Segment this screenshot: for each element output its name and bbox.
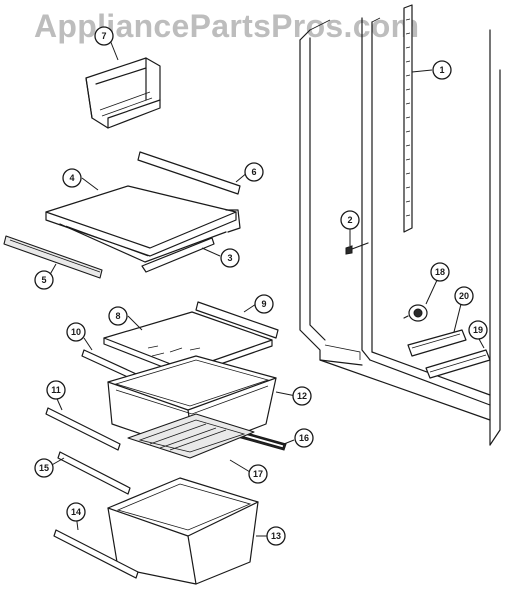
callout-16: 16 (294, 428, 314, 448)
callout-7: 7 (94, 26, 114, 46)
svg-text:11: 11 (51, 385, 61, 395)
svg-text:7: 7 (101, 31, 106, 41)
callout-2: 2 (340, 210, 360, 230)
svg-text:20: 20 (459, 291, 469, 301)
svg-text:15: 15 (39, 463, 49, 473)
part-control-housing (407, 329, 467, 357)
part-drawer-slide-bottom (53, 529, 139, 579)
svg-text:19: 19 (473, 325, 483, 335)
part-crisper-pan-upper (107, 355, 277, 453)
callout-12: 12 (292, 386, 312, 406)
callout-1: 1 (432, 60, 452, 80)
svg-text:4: 4 (69, 173, 74, 183)
svg-text:18: 18 (435, 267, 445, 277)
part-shelf-front-trim (3, 235, 103, 279)
svg-text:5: 5 (41, 275, 46, 285)
svg-text:14: 14 (71, 507, 81, 517)
callout-10: 10 (66, 322, 86, 342)
svg-text:17: 17 (253, 469, 263, 479)
svg-text:10: 10 (71, 327, 81, 337)
svg-text:13: 13 (271, 531, 281, 541)
svg-text:1: 1 (439, 65, 444, 75)
callout-6: 6 (244, 162, 264, 182)
callout-8: 8 (108, 306, 128, 326)
callout-4: 4 (62, 168, 82, 188)
leader-lines (47, 39, 485, 537)
cabinet-liner (299, 17, 501, 446)
callout-14: 14 (66, 502, 86, 522)
part-drawer-slide-left (45, 407, 121, 451)
part-crisper-cover-frame (127, 413, 255, 459)
svg-text:12: 12 (297, 391, 307, 401)
callout-15: 15 (34, 458, 54, 478)
callout-20: 20 (454, 286, 474, 306)
callout-9: 9 (254, 294, 274, 314)
callout-11: 11 (46, 380, 66, 400)
part-shelf-ladder-rail (403, 4, 413, 233)
part-shelf-frame (141, 237, 215, 273)
part-glass-shelf-upper (45, 185, 241, 263)
part-drawer-slide-lower (57, 451, 131, 495)
callout-18: 18 (430, 262, 450, 282)
svg-text:3: 3 (227, 253, 232, 263)
svg-text:2: 2 (347, 215, 352, 225)
part-shelf-bracket (85, 57, 161, 129)
part-crisper-pan-lower (107, 477, 259, 585)
part-screw (345, 242, 369, 255)
svg-text:16: 16 (299, 433, 309, 443)
part-control-knob (403, 304, 428, 322)
callout-19: 19 (468, 320, 488, 340)
part-light-cover (425, 349, 491, 379)
callout-3: 3 (220, 248, 240, 268)
part-shelf-trim-upper (137, 151, 241, 195)
callout-13: 13 (266, 526, 286, 546)
svg-text:8: 8 (115, 311, 120, 321)
callout-17: 17 (248, 464, 268, 484)
callout-5: 5 (34, 270, 54, 290)
part-shelf-trim-middle (195, 301, 279, 339)
svg-text:9: 9 (261, 299, 266, 309)
svg-text:6: 6 (251, 167, 256, 177)
